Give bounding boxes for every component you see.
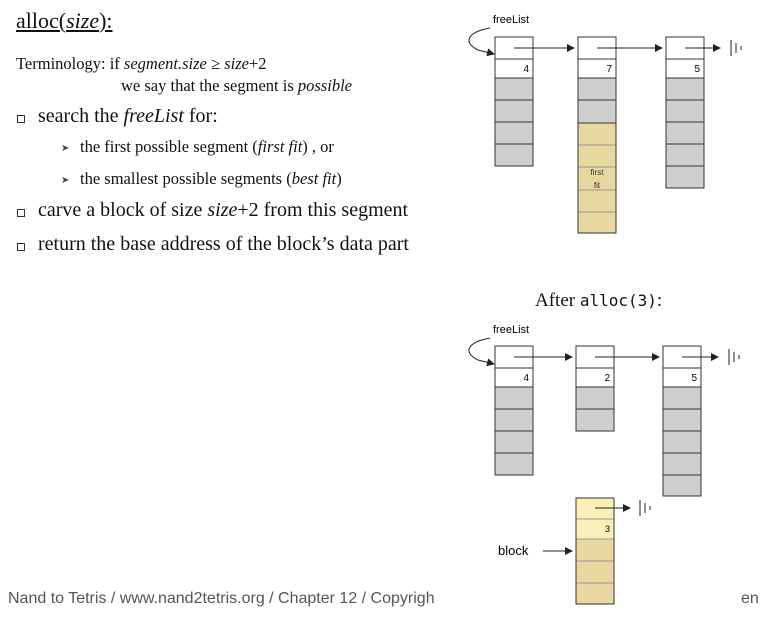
segment-3: 5 <box>662 345 702 497</box>
bullet-carve: carve a block of size size+2 from this s… <box>38 199 409 221</box>
footer-text-right: en <box>741 590 759 607</box>
after-caption: After alloc(3): <box>535 290 663 311</box>
null-ground-icon <box>639 500 651 516</box>
segment-2: 2 <box>575 345 615 432</box>
block-label: block <box>498 543 529 558</box>
freelist-pointer-arrow <box>468 27 495 57</box>
segment-2: 7 first fit <box>577 36 617 234</box>
freelist-label: freeList <box>493 14 529 26</box>
first-fit-label: first <box>591 168 605 177</box>
terminology-line-1: Terminology: if segment.size ≥ size+2 <box>16 54 267 73</box>
sub-bullet-arrow-icon: ➤ <box>61 143 70 154</box>
sub-bullet-arrow-icon: ➤ <box>61 175 70 186</box>
bullet-square-icon <box>17 209 25 217</box>
freelist-label: freeList <box>493 324 529 336</box>
segment-1: 4 <box>494 345 534 476</box>
sub-bullet-best-fit: the smallest possible segments (best fit… <box>80 169 342 188</box>
sub-bullet-first-fit: the first possible segment (first fit) ,… <box>80 137 334 156</box>
bullet-return: return the base address of the block’s d… <box>38 233 409 255</box>
allocated-block: 3 <box>575 497 615 605</box>
block-size: 3 <box>605 524 610 534</box>
slide-title: alloc(size): <box>16 8 113 33</box>
terminology-line-2: we say that the segment is possible <box>121 76 352 95</box>
diagram-top: freeList 4 7 first fit <box>468 14 742 234</box>
null-ground-icon <box>730 40 742 56</box>
null-ground-icon <box>728 349 740 365</box>
bullet-search: search the freeList for: <box>38 105 218 127</box>
bullet-square-icon <box>17 115 25 123</box>
segment-1: 4 <box>494 36 534 167</box>
segment-3: 5 <box>665 36 705 189</box>
first-fit-label: fit <box>594 181 601 190</box>
freelist-pointer-arrow <box>468 337 495 367</box>
diagram-bottom: freeList 4 2 5 <box>468 324 740 605</box>
segment-2-size: 2 <box>604 373 610 384</box>
bullet-square-icon <box>17 243 25 251</box>
segment-1-size: 4 <box>523 373 529 384</box>
segment-3-size: 5 <box>691 373 697 384</box>
segment-1-size: 4 <box>523 64 529 75</box>
segment-3-size: 5 <box>694 64 700 75</box>
footer-text: Nand to Tetris / www.nand2tetris.org / C… <box>8 590 435 607</box>
segment-2-size: 7 <box>606 64 612 75</box>
